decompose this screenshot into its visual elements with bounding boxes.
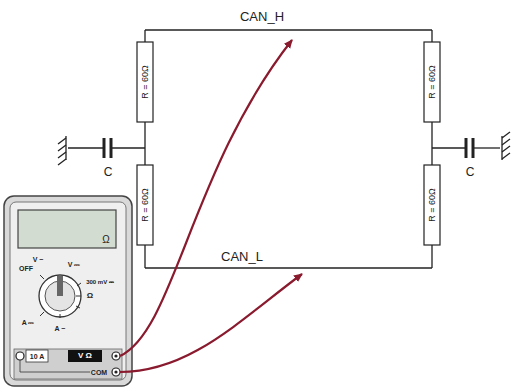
- multimeter: [4, 196, 132, 386]
- probe-lead: [120, 40, 292, 356]
- probe-lead: [120, 274, 302, 372]
- resistor-label: R = 60Ω: [428, 65, 437, 99]
- terminal-label: 10 A: [30, 353, 45, 360]
- dial-mark: OFF: [19, 265, 33, 272]
- display-unit: Ω: [102, 235, 109, 245]
- capacitor-label: C: [466, 166, 475, 178]
- terminal-label: COM: [91, 369, 107, 376]
- dial-mark: A ⎓: [22, 319, 35, 326]
- dial-mark: V ~: [33, 256, 44, 263]
- can-l-wire: [145, 267, 432, 268]
- capacitor-label: C: [104, 166, 113, 178]
- dial-mark: V ⎓: [68, 261, 81, 268]
- dial-mark: 300 mV ⎓: [86, 279, 114, 285]
- capacitor-symbol: [58, 136, 145, 165]
- capacitor-symbol: [432, 132, 510, 160]
- resistor-symbol: [137, 165, 153, 245]
- resistor-symbol: [137, 42, 153, 122]
- dial-mark: A ~: [55, 325, 66, 332]
- resistor-symbol: [424, 42, 440, 122]
- signal-name: CAN_H: [240, 10, 284, 23]
- terminal-label: V Ω: [78, 352, 92, 360]
- can-h-wire: [145, 29, 432, 30]
- signal-name: CAN_L: [221, 250, 263, 263]
- resistor-label: R = 60Ω: [141, 65, 150, 99]
- resistor-symbol: [424, 165, 440, 245]
- dial-mark: Ω: [87, 292, 93, 300]
- resistor-label: R = 60Ω: [141, 188, 150, 222]
- resistor-label: R = 60Ω: [428, 188, 437, 222]
